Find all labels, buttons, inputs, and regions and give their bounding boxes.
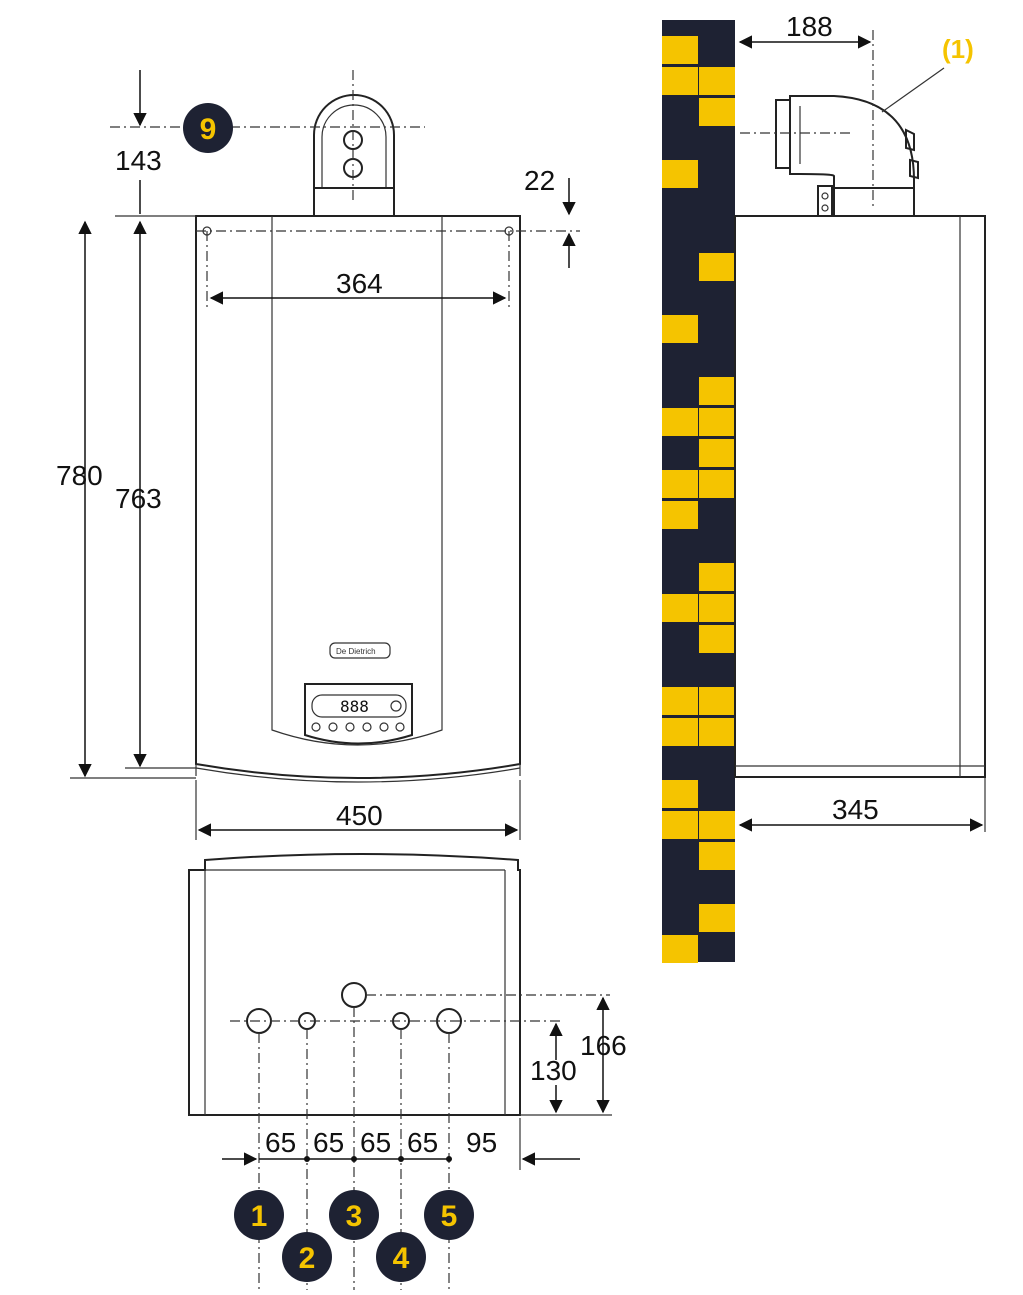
dim-450: 450 — [336, 800, 383, 831]
svg-text:5: 5 — [441, 1200, 458, 1233]
wall-brick — [699, 904, 735, 932]
wall-brick — [662, 594, 698, 622]
dim-364: 364 — [336, 268, 383, 299]
wall-brick — [662, 935, 698, 963]
wall-brick — [699, 439, 735, 467]
flue-elbow-side — [775, 95, 919, 217]
wall-brick — [699, 842, 735, 870]
wall-brick — [699, 718, 735, 746]
wall-brick — [662, 408, 698, 436]
badge-5: 5 — [424, 1190, 474, 1240]
wall-brick — [699, 470, 735, 498]
wall-brick — [662, 315, 698, 343]
wall-brick — [699, 98, 735, 126]
dim-65-c: 65 — [360, 1127, 391, 1158]
display-readout: 888 — [340, 697, 369, 716]
dim-65-a: 65 — [265, 1127, 296, 1158]
badge-2: 2 — [282, 1232, 332, 1282]
wall-hatching — [662, 20, 735, 963]
side-casing — [734, 215, 986, 778]
dim-345: 345 — [832, 794, 879, 825]
svg-text:1: 1 — [251, 1200, 268, 1233]
flue-outlet — [313, 94, 395, 217]
wall-brick — [699, 377, 735, 405]
wall-brick — [662, 36, 698, 64]
dim-143: 143 — [115, 145, 162, 176]
badge-3: 3 — [329, 1190, 379, 1240]
wall-brick — [699, 253, 735, 281]
wall-brick — [662, 501, 698, 529]
badge-1: 1 — [234, 1190, 284, 1240]
dim-166: 166 — [580, 1030, 627, 1061]
wall-brick — [662, 67, 698, 95]
dim-780: 780 — [56, 460, 103, 491]
bottom-view: 166 130 65 65 65 65 95 1 2 3 4 — [188, 853, 627, 1290]
wall-brick — [699, 67, 735, 95]
svg-text:9: 9 — [200, 113, 217, 146]
badge-9: 9 — [183, 103, 233, 153]
wall-brick — [662, 160, 698, 188]
dim-188: 188 — [786, 11, 833, 42]
dim-65-b: 65 — [313, 1127, 344, 1158]
svg-text:4: 4 — [393, 1242, 410, 1275]
wall-brick — [662, 470, 698, 498]
control-panel: 888 — [304, 683, 413, 745]
wall-brick — [699, 687, 735, 715]
front-view: De Dietrich 888 780 763 143 — [56, 70, 580, 840]
flue-ref-label: (1) — [942, 34, 974, 64]
wall-brick — [699, 811, 735, 839]
wall-brick — [662, 718, 698, 746]
side-view: 188 (1) 345 — [662, 11, 986, 963]
dim-65-d: 65 — [407, 1127, 438, 1158]
wall-brick — [662, 780, 698, 808]
dim-763: 763 — [115, 483, 162, 514]
dim-130: 130 — [530, 1055, 577, 1086]
wall-brick — [662, 811, 698, 839]
bottom-casing — [188, 853, 521, 1116]
connection-3 — [341, 982, 367, 1008]
wall-brick — [699, 563, 735, 591]
wall-brick — [699, 594, 735, 622]
svg-text:3: 3 — [346, 1200, 363, 1233]
wall-brick — [699, 625, 735, 653]
front-casing — [195, 215, 521, 779]
wall-brick — [662, 687, 698, 715]
dim-22: 22 — [524, 165, 555, 196]
badge-4: 4 — [376, 1232, 426, 1282]
dim-95: 95 — [466, 1127, 497, 1158]
svg-text:2: 2 — [299, 1242, 316, 1275]
brand-logo: De Dietrich — [336, 647, 376, 656]
wall-brick — [699, 408, 735, 436]
